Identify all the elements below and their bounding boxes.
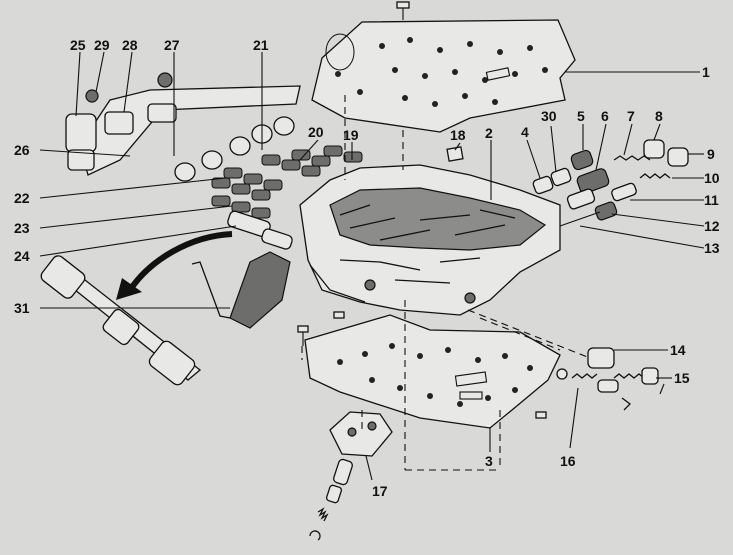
callout-22: 22 [14, 190, 30, 206]
callout-16: 16 [560, 453, 576, 469]
callout-3: 3 [485, 453, 493, 469]
callout-2: 2 [485, 125, 493, 141]
spool-rows [211, 145, 363, 250]
valve-body [299, 164, 561, 316]
lower-right-parts [556, 347, 665, 411]
callout-29: 29 [94, 37, 110, 53]
solenoid-harness [65, 72, 301, 176]
callout-20: 20 [308, 124, 324, 140]
callout-5: 5 [577, 108, 585, 124]
leader-lines [39, 51, 705, 481]
callout-23: 23 [14, 220, 30, 236]
callout-13: 13 [704, 240, 720, 256]
part-18-block [446, 146, 464, 162]
callout-12: 12 [704, 218, 720, 234]
callout-26: 26 [14, 142, 30, 158]
callout-25: 25 [70, 37, 86, 53]
callout-15: 15 [674, 370, 690, 386]
callout-8: 8 [655, 108, 663, 124]
callout-14: 14 [670, 342, 686, 358]
removal-arrow [116, 231, 233, 300]
callout-27: 27 [164, 37, 180, 53]
top-bolt [396, 1, 410, 20]
alignment-lines [301, 95, 591, 471]
callout-labels: 1 2 3 4 5 6 7 8 9 10 11 12 13 14 15 16 1… [14, 37, 720, 499]
lower-separator-plate [304, 314, 561, 429]
right-valve-parts [532, 139, 689, 227]
callout-7: 7 [627, 108, 635, 124]
callout-18: 18 [450, 127, 466, 143]
callout-24: 24 [14, 248, 30, 264]
callout-6: 6 [601, 108, 609, 124]
callout-28: 28 [122, 37, 138, 53]
upper-separator-plate [311, 19, 576, 133]
callout-11: 11 [704, 192, 719, 208]
callout-17: 17 [372, 483, 388, 499]
callout-19: 19 [343, 127, 359, 143]
callout-31: 31 [14, 300, 30, 316]
shift-valve-shaft [40, 255, 202, 386]
lower-left-parts [309, 411, 393, 541]
manual-lever-bracket [191, 251, 291, 329]
callout-4: 4 [521, 124, 529, 140]
screws [297, 311, 547, 419]
callout-9: 9 [707, 146, 715, 162]
callout-30: 30 [541, 108, 557, 124]
callout-10: 10 [704, 170, 720, 186]
callout-1: 1 [702, 64, 710, 80]
callout-21: 21 [253, 37, 269, 53]
